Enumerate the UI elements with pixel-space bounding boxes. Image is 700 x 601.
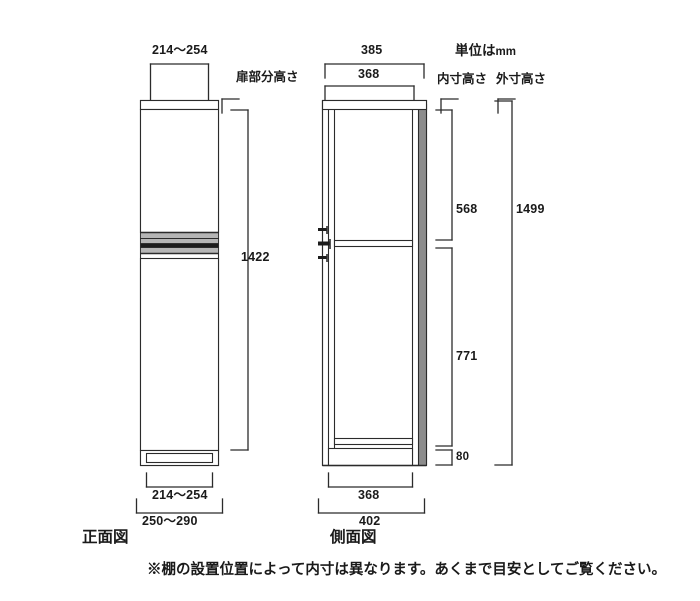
front-view-drawing [135, 63, 249, 514]
unit-note-text: 単位は [455, 43, 496, 58]
side-outer-depth-bottom-label: 402 [359, 514, 381, 528]
footer-note: ※棚の設置位置によって内寸は異なります。あくまで目安としてご覧ください。 [147, 562, 666, 578]
side-inner-depth-top-label: 368 [358, 67, 380, 81]
front-top-width-label: 214〜254 [152, 43, 208, 57]
side-inner-depth-bottom-label: 368 [358, 488, 380, 502]
unit-note: 単位はmm [455, 44, 516, 59]
side-view-caption: 側面図 [330, 529, 377, 546]
side-lower-compartment-label: 771 [456, 349, 478, 363]
outer-height-label: 外寸高さ [496, 72, 547, 86]
front-inner-width-label: 214〜254 [152, 488, 208, 502]
side-view-drawing [317, 63, 516, 514]
side-upper-compartment-label: 568 [456, 202, 478, 216]
inner-height-label: 内寸高さ [437, 72, 488, 86]
unit-note-suffix: mm [495, 46, 516, 58]
front-outer-width-label: 250〜290 [142, 514, 198, 528]
side-base-height-label: 80 [456, 451, 470, 463]
door-height-label: 扉部分高さ [236, 70, 299, 84]
front-view-caption: 正面図 [82, 529, 129, 546]
front-door-height-value: 1422 [241, 250, 270, 264]
side-outer-depth-top-label: 385 [361, 43, 383, 57]
side-total-height-label: 1499 [516, 202, 545, 216]
